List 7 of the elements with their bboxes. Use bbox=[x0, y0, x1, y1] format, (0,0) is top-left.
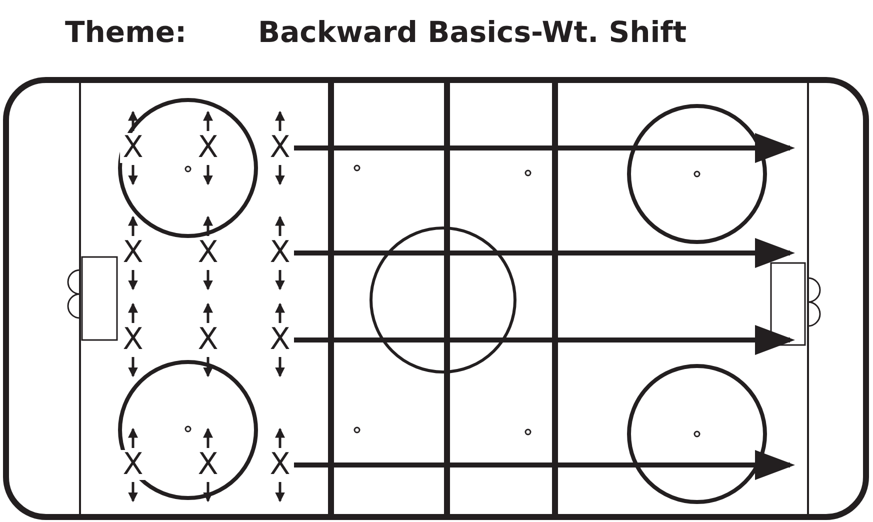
arrow bbox=[294, 133, 795, 163]
arrow bbox=[294, 325, 795, 355]
arrow bbox=[294, 238, 795, 268]
player-marker: X bbox=[120, 450, 146, 480]
drill-title: Backward Basics-Wt. Shift bbox=[258, 15, 687, 49]
arrow bbox=[294, 450, 795, 480]
theme-label: Theme: bbox=[65, 15, 187, 49]
